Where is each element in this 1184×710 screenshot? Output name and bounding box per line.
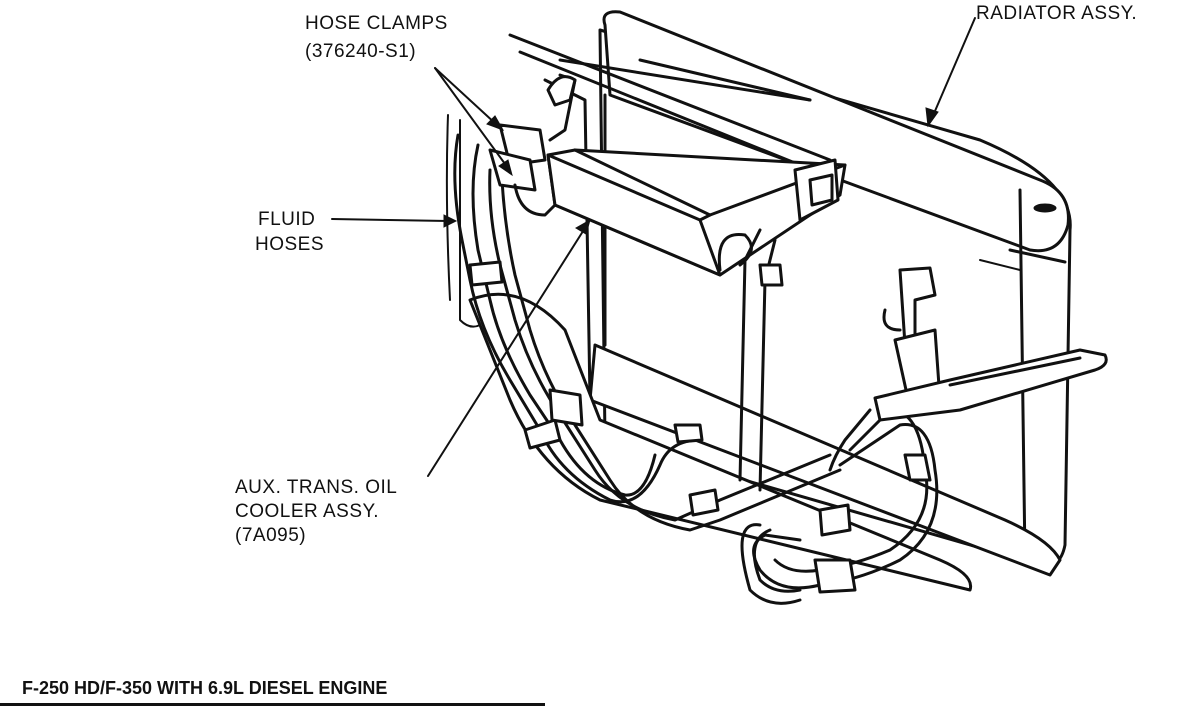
radiator-assy-label: RADIATOR ASSY. <box>976 3 1138 24</box>
hose-clamps-label: HOSE CLAMPS <box>305 13 448 34</box>
caption-underline <box>0 703 545 706</box>
mount-bracket <box>445 114 1108 492</box>
figure-caption: F-250 HD/F-350 WITH 6.9L DIESEL ENGINE <box>22 678 388 698</box>
leader-lines <box>331 17 976 477</box>
fluid-hoses-label-line2: HOSES <box>255 234 325 255</box>
hose-clamps-part-number: (376240-S1) <box>305 41 417 62</box>
cooler-part-number: (7A095) <box>235 525 307 546</box>
cooler-assembly <box>546 148 847 277</box>
fluid-hoses <box>453 133 939 605</box>
cooler-label-line2: COOLER ASSY. <box>235 501 379 522</box>
cooler-label-line1: AUX. TRANS. OIL <box>235 477 398 498</box>
fluid-hoses-label-line1: FLUID <box>258 209 316 230</box>
